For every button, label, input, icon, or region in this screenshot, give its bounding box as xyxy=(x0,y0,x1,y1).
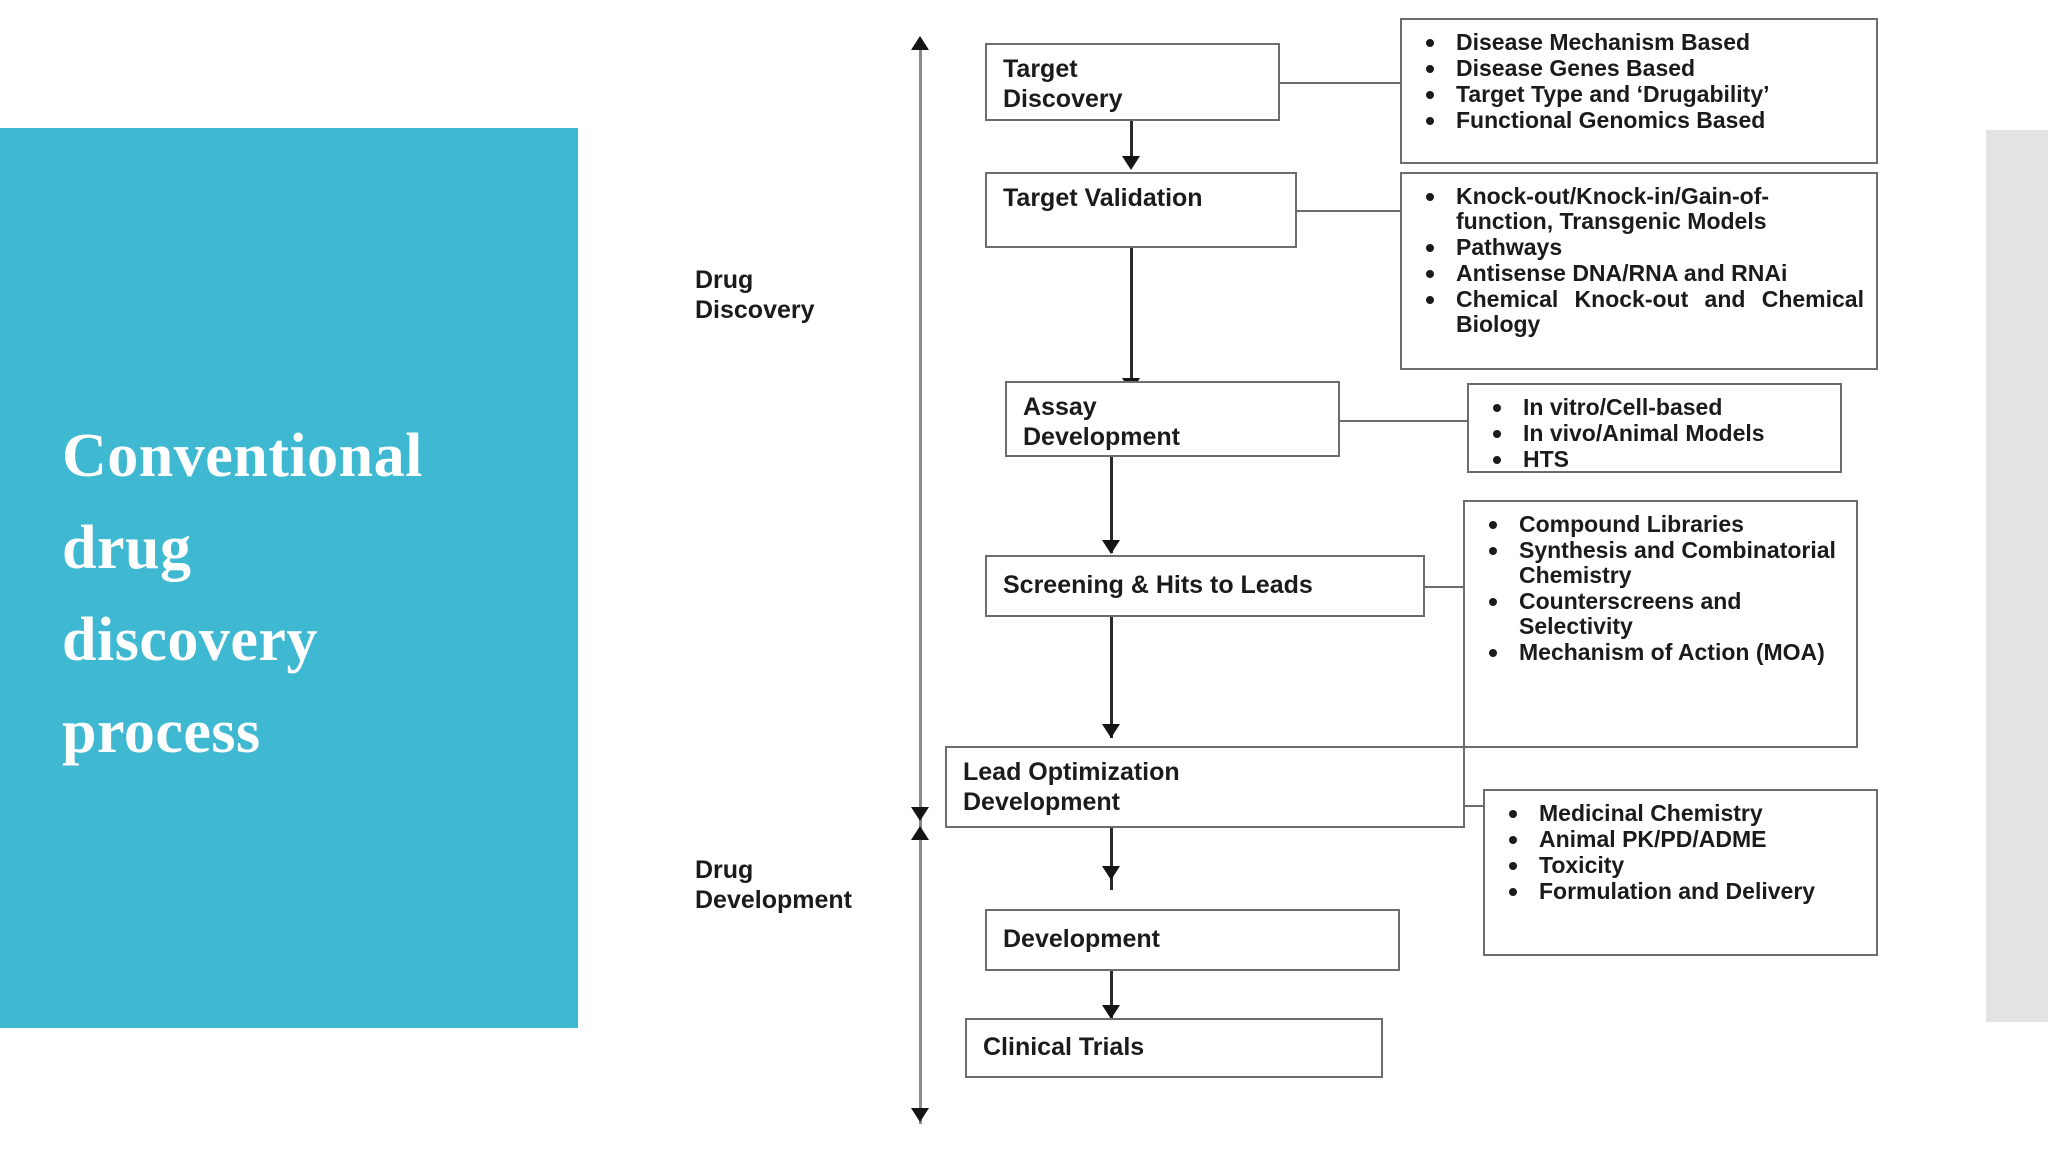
detail-list-assay-development: In vitro/Cell-based In vivo/Animal Model… xyxy=(1479,395,1828,472)
title-line-4: process xyxy=(62,698,261,766)
detail-list-lead-optimization: Medicinal Chemistry Animal PK/PD/ADME To… xyxy=(1495,801,1864,904)
connector-development-to-clinical-trials xyxy=(1110,971,1113,1022)
page-title: Conventional drug discovery process xyxy=(62,410,532,778)
detail-box-screening: Compound Libraries Synthesis and Combina… xyxy=(1463,500,1858,748)
detail-box-target-discovery: Disease Mechanism Based Disease Genes Ba… xyxy=(1400,18,1878,164)
arrow-screening-to-lead-optimization-icon xyxy=(1102,724,1120,738)
list-item: Compound Libraries xyxy=(1475,512,1844,537)
phase-label-drug-discovery: Drug Discovery xyxy=(695,266,815,324)
connector-screening-to-details xyxy=(1425,586,1463,588)
spine-bottom-arrow-icon xyxy=(911,1108,929,1122)
stage-box-assay-development[interactable]: Assay Development xyxy=(1005,381,1340,457)
stage-box-lead-optimization[interactable]: Lead Optimization Development xyxy=(945,746,1465,828)
right-side-panel xyxy=(1986,130,2048,1022)
list-item: Chemical Knock-out and Chemical Biology xyxy=(1412,287,1864,337)
detail-list-target-discovery: Disease Mechanism Based Disease Genes Ba… xyxy=(1412,30,1864,133)
list-item: Mechanism of Action (MOA) xyxy=(1475,640,1844,665)
list-item: Disease Genes Based xyxy=(1412,56,1864,81)
connector-lead-optimization-to-details xyxy=(1465,805,1485,807)
list-item: Toxicity xyxy=(1495,853,1864,878)
connector-target-discovery-to-validation xyxy=(1130,121,1133,159)
title-line-3: discovery xyxy=(62,606,318,674)
stage-box-target-discovery[interactable]: Target Discovery xyxy=(985,43,1280,121)
stage-box-development[interactable]: Development xyxy=(985,909,1400,971)
connector-lead-optimization-to-development xyxy=(1110,828,1113,890)
arrow-lead-optimization-to-development-icon xyxy=(1102,866,1120,880)
stage-box-screening-hits-to-leads[interactable]: Screening & Hits to Leads xyxy=(985,555,1425,617)
detail-list-target-validation: Knock-out/Knock-in/Gain-of-function, Tra… xyxy=(1412,184,1864,337)
spine-development-start-arrow-icon xyxy=(911,826,929,840)
list-item: Disease Mechanism Based xyxy=(1412,30,1864,55)
list-item: Medicinal Chemistry xyxy=(1495,801,1864,826)
list-item: In vitro/Cell-based xyxy=(1479,395,1828,420)
spine-discovery-end-arrow-icon xyxy=(911,807,929,821)
arrow-target-discovery-to-validation-icon xyxy=(1122,156,1140,170)
connector-screening-to-lead-optimization xyxy=(1110,617,1113,738)
arrow-assay-to-screening-icon xyxy=(1102,540,1120,554)
phase-spine-discovery xyxy=(919,44,922,828)
connector-assay-to-screening xyxy=(1110,457,1113,553)
connector-target-validation-to-assay xyxy=(1130,248,1133,392)
connector-target-validation-to-details xyxy=(1297,210,1402,212)
detail-box-assay-development: In vitro/Cell-based In vivo/Animal Model… xyxy=(1467,383,1842,473)
spine-top-arrow-icon xyxy=(911,36,929,50)
stage-box-clinical-trials[interactable]: Clinical Trials xyxy=(965,1018,1383,1078)
list-item: HTS xyxy=(1479,447,1828,472)
list-item: Target Type and ‘Drugability’ xyxy=(1412,82,1864,107)
phase-spine-development xyxy=(919,824,922,1124)
list-item: Counterscreens and Selectivity xyxy=(1475,589,1844,639)
list-item: Animal PK/PD/ADME xyxy=(1495,827,1864,852)
title-line-1: Conventional xyxy=(62,422,423,490)
list-item: Antisense DNA/RNA and RNAi xyxy=(1412,261,1864,286)
title-line-2: drug xyxy=(62,514,192,582)
list-item: Formulation and Delivery xyxy=(1495,879,1864,904)
phase-label-drug-development: Drug Development xyxy=(695,856,852,914)
connector-target-discovery-to-details xyxy=(1280,82,1402,84)
detail-box-target-validation: Knock-out/Knock-in/Gain-of-function, Tra… xyxy=(1400,172,1878,370)
list-item: Functional Genomics Based xyxy=(1412,108,1864,133)
detail-box-lead-optimization: Medicinal Chemistry Animal PK/PD/ADME To… xyxy=(1483,789,1878,956)
list-item: Knock-out/Knock-in/Gain-of-function, Tra… xyxy=(1412,184,1864,234)
list-item: Synthesis and Combinatorial Chemistry xyxy=(1475,538,1844,588)
detail-list-screening: Compound Libraries Synthesis and Combina… xyxy=(1475,512,1844,665)
list-item: Pathways xyxy=(1412,235,1864,260)
list-item: In vivo/Animal Models xyxy=(1479,421,1828,446)
title-panel: Conventional drug discovery process xyxy=(0,128,578,1028)
arrow-development-to-clinical-trials-icon xyxy=(1102,1005,1120,1019)
connector-assay-to-details xyxy=(1340,420,1468,422)
stage-box-target-validation[interactable]: Target Validation xyxy=(985,172,1297,248)
